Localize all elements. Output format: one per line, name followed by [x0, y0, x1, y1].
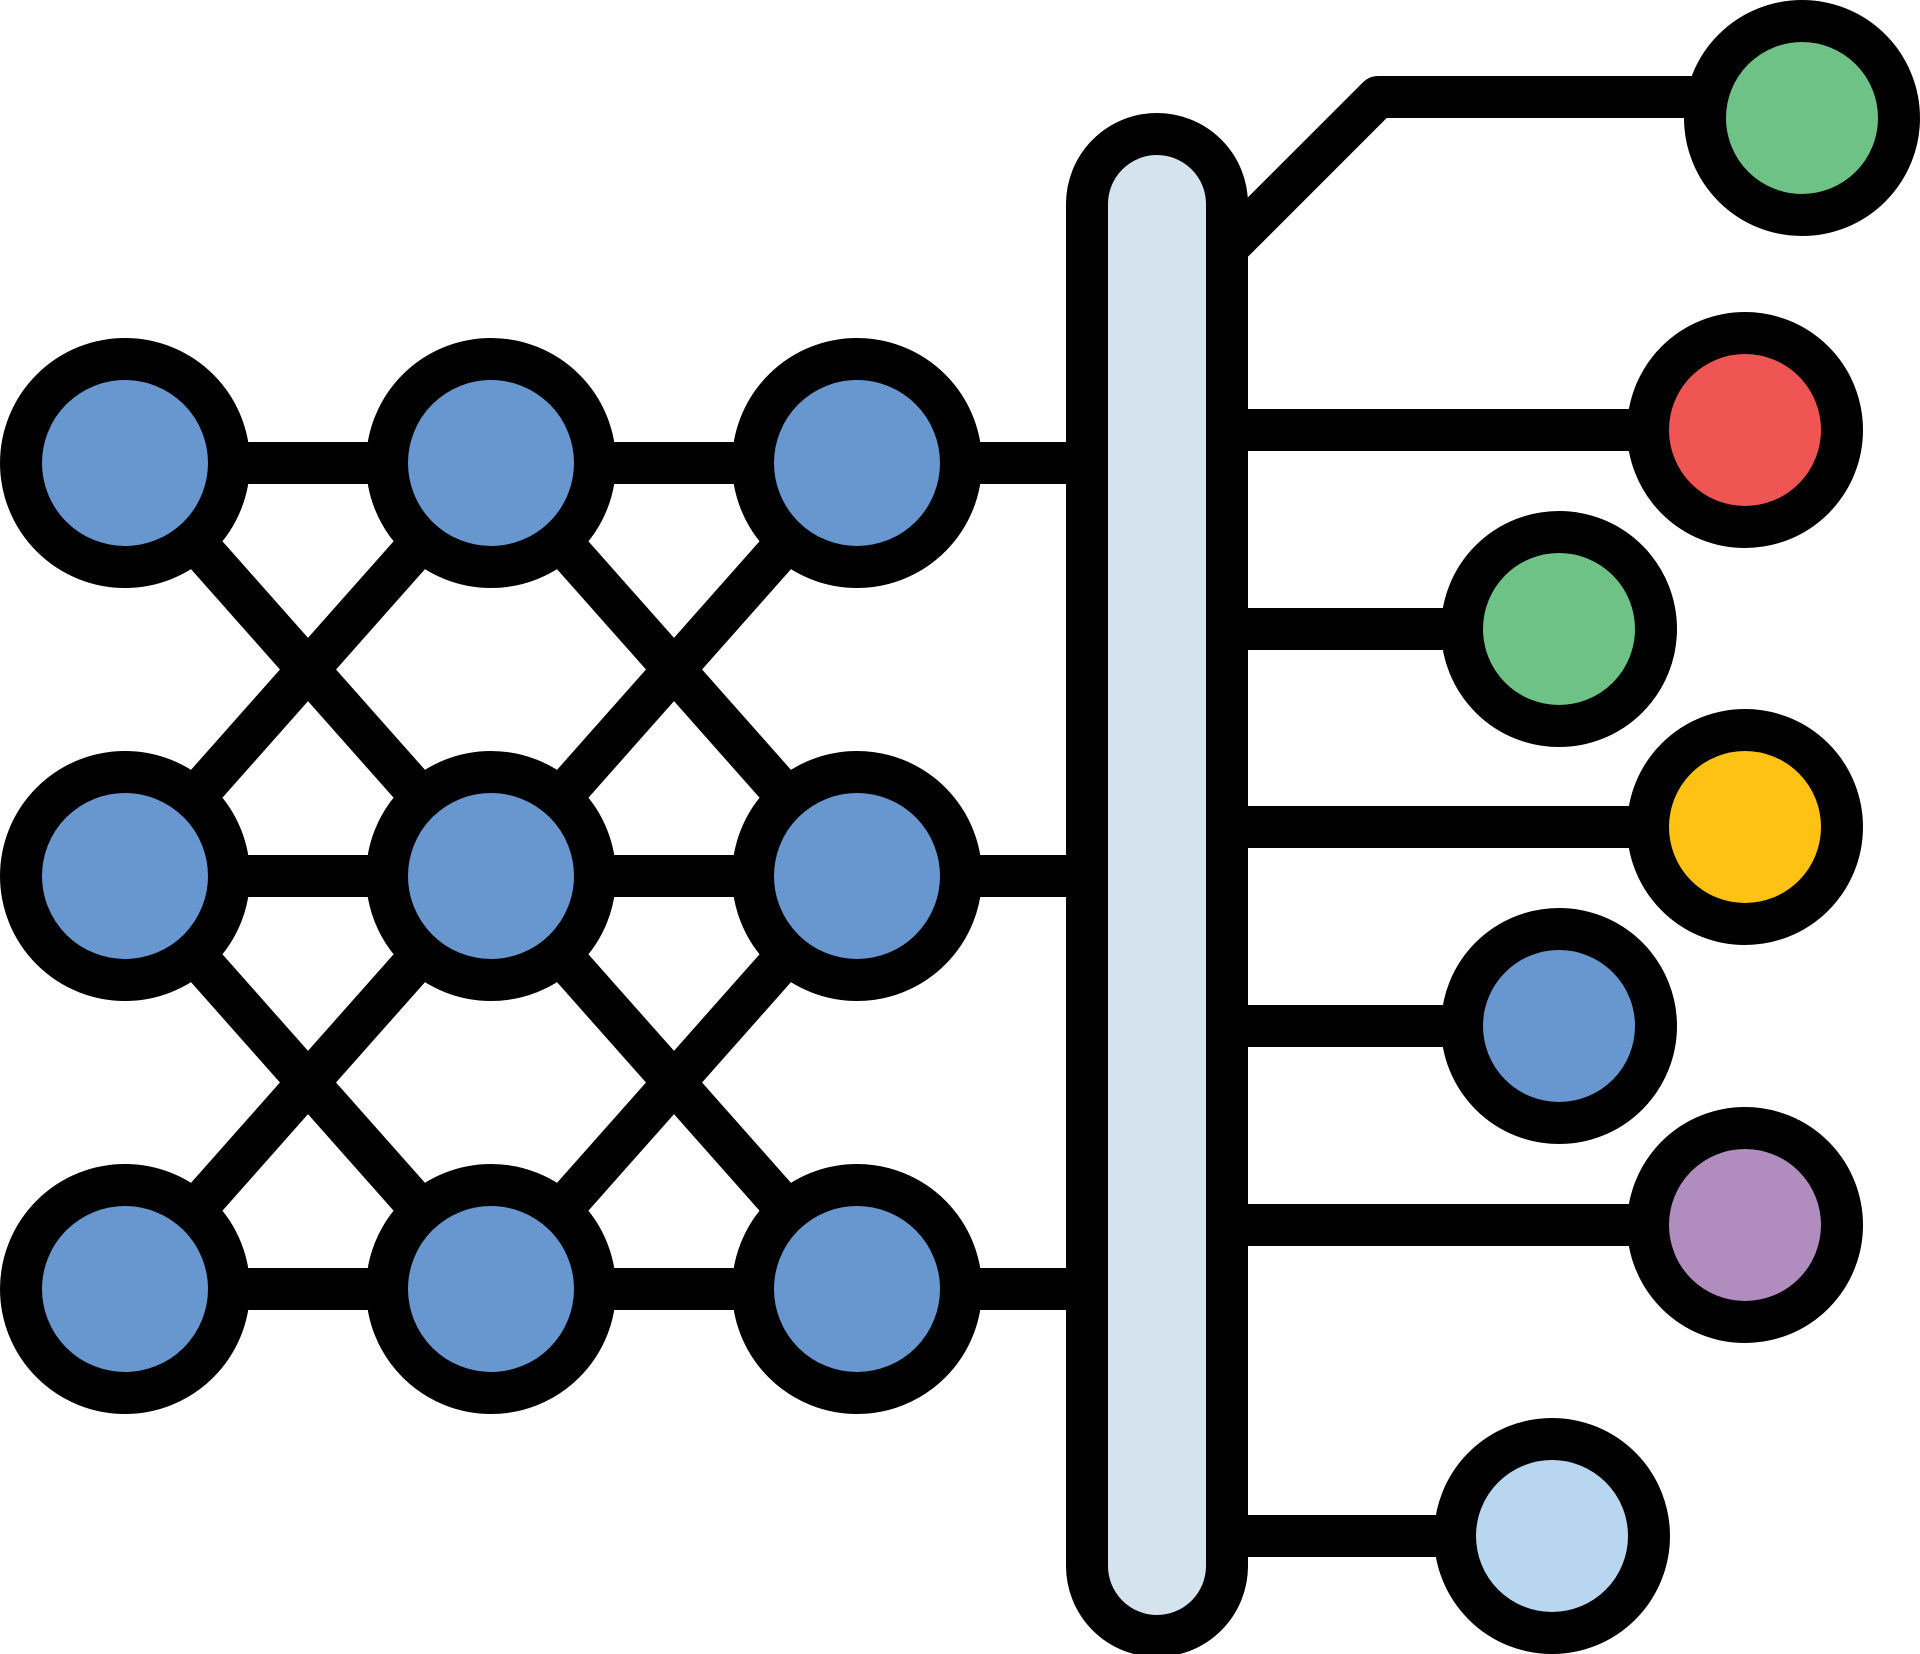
output-node-5-icon [1441, 908, 1677, 1144]
output-node-6-icon [1627, 1107, 1863, 1343]
hidden-node-icon-l2-r2 [366, 751, 616, 1001]
output-node-2-icon [1627, 312, 1863, 548]
output-nodes [1434, 0, 1920, 1654]
aggregator-bar-icon [1066, 113, 1248, 1654]
hidden-node-icon-l1-r1 [0, 338, 250, 588]
hidden-node-icon-l2-r1 [366, 338, 616, 588]
hidden-node-icon-l1-r2 [0, 751, 250, 1001]
output-node-3-icon [1441, 511, 1677, 747]
hidden-node-icon-l1-r3 [0, 1164, 250, 1414]
hidden-node-icon-l3-r2 [732, 751, 982, 1001]
hidden-node-icon-l3-r3 [732, 1164, 982, 1414]
hidden-node-icon-l3-r1 [732, 338, 982, 588]
output-node-1-icon [1684, 0, 1920, 236]
hidden-node-icon-l2-r3 [366, 1164, 616, 1414]
output-node-7-icon [1434, 1418, 1670, 1654]
hidden-layer-nodes [0, 338, 982, 1414]
output-node-4-icon [1627, 709, 1863, 945]
